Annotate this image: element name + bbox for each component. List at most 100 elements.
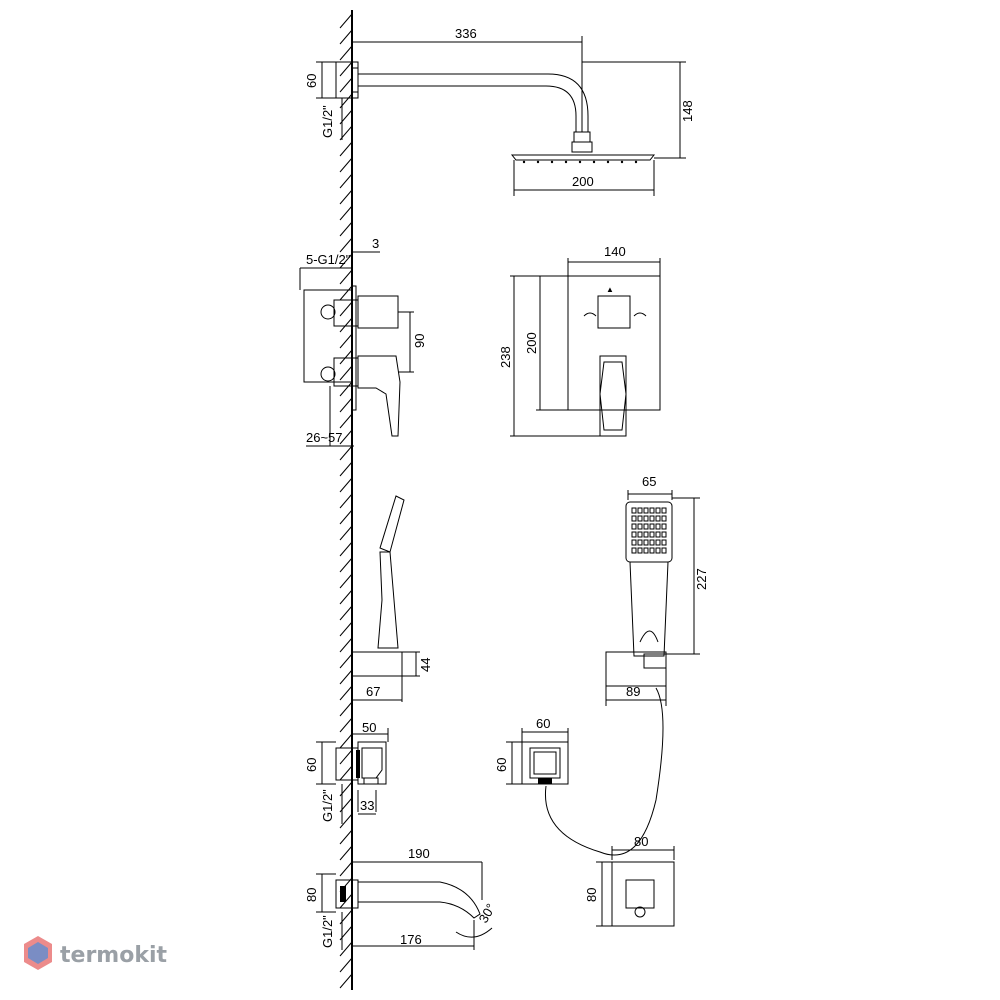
wall-hatch-line (339, 637, 353, 653)
wall-hatch-line (339, 605, 353, 621)
dim-wall-offset: 3 (372, 236, 379, 251)
spray-hole (649, 539, 655, 546)
spray-hole (649, 547, 655, 554)
wall-hatch-line (339, 365, 353, 381)
spray-hole (661, 531, 667, 538)
spray-hole (637, 507, 643, 514)
wall-hatch-line (339, 573, 353, 589)
spray-hole (643, 547, 649, 554)
dim-outlet-front-height: 60 (494, 758, 509, 772)
wall-hatch-line (339, 189, 353, 205)
dim-spout-height: 80 (304, 888, 319, 902)
spray-hole (631, 547, 637, 554)
nozzle (522, 160, 526, 164)
nozzle (564, 160, 568, 164)
hand-shower-front-drawing (605, 490, 700, 706)
dim-inlets: 5-G1/2" (306, 252, 351, 267)
wall-hatch-line (339, 301, 353, 317)
cover-plate-drawing: ▲ (510, 258, 661, 437)
wall-hatch-line (339, 317, 353, 333)
dim-hand-head-width: 65 (642, 474, 656, 489)
nozzle (606, 160, 610, 164)
wall-hatch-line (339, 653, 353, 669)
wall-hatch-line (339, 525, 353, 541)
spray-hole (643, 507, 649, 514)
shower-symbol: ▲ (606, 285, 614, 294)
wall-hatch-line (339, 541, 353, 557)
dim-spout-176: 176 (400, 932, 422, 947)
wall-hatch-line (339, 765, 353, 781)
spray-hole (637, 539, 643, 546)
wall-hatch-line (339, 61, 353, 77)
wall-hatch-line (339, 77, 353, 93)
wall-hatch-line (339, 333, 353, 349)
dim-thread-top: G1/2" (320, 105, 335, 138)
spray-hole (643, 531, 649, 538)
dim-plate-inner: 200 (524, 332, 539, 354)
spray-hole (631, 531, 637, 538)
shower-head-drawing (316, 36, 686, 196)
dim-depth-range: 26~57 (306, 430, 343, 445)
wall-hatch-line (339, 973, 353, 989)
dim-hand-holder-width: 89 (626, 684, 640, 699)
wall-hatch-line (339, 749, 353, 765)
wall-hatch-line (339, 813, 353, 829)
wall-hatch-line (339, 157, 353, 173)
wall-hatch-line (339, 205, 353, 221)
wall-hatch-line (339, 477, 353, 493)
spray-hole (637, 515, 643, 522)
wall-hatch-line (339, 941, 353, 957)
wall-hatch-line (339, 461, 353, 477)
spray-hole (631, 507, 637, 514)
spray-hole (631, 523, 637, 530)
nozzle (592, 160, 596, 164)
nozzle (620, 160, 624, 164)
spray-hole (637, 531, 643, 538)
wall-hatch-line (339, 349, 353, 365)
wall-hatch-line (339, 589, 353, 605)
dim-spout-angle: 30° (476, 901, 499, 926)
dim-outlet-thread: G1/2" (320, 789, 335, 822)
wall-hatch-line (339, 397, 353, 413)
dim-holder-height: 44 (418, 658, 433, 672)
spray-hole (655, 531, 661, 538)
wall-hatch-line (339, 413, 353, 429)
spray-hole (649, 515, 655, 522)
spray-hole (637, 547, 643, 554)
dim-mixer-spacing: 90 (412, 334, 427, 348)
dim-plate-outer: 238 (498, 346, 513, 368)
spray-hole (661, 547, 667, 554)
mixer-drawing (299, 251, 414, 447)
nozzle (578, 160, 582, 164)
wall-hatch-line (339, 861, 353, 877)
dim-spout-190: 190 (408, 846, 430, 861)
spray-hole (661, 539, 667, 546)
spray-hole (649, 531, 655, 538)
spray-hole (631, 515, 637, 522)
wall-hatch-line (339, 621, 353, 637)
dim-outlet-front-width: 60 (536, 716, 550, 731)
hand-shower-side-drawing (351, 495, 420, 702)
wall-hatch-line (339, 381, 353, 397)
dim-box-width: 80 (634, 834, 648, 849)
spray-hole (655, 547, 661, 554)
nozzle (634, 160, 638, 164)
spray-hole (655, 539, 661, 546)
dim-flange: 60 (304, 74, 319, 88)
wall-hatch-line (339, 733, 353, 749)
dim-outlet-depth: 50 (362, 720, 376, 735)
dim-head-height: 148 (680, 100, 695, 122)
wall-hatch-line (339, 429, 353, 445)
spray-hole (643, 539, 649, 546)
dim-spout-thread: G1/2" (320, 915, 335, 948)
spray-hole (661, 515, 667, 522)
dim-head-width: 200 (572, 174, 594, 189)
dim-arm-length: 336 (455, 26, 477, 41)
wall-hatch-line (339, 701, 353, 717)
wall-hatch-line (339, 669, 353, 685)
wall-hatch-line (339, 509, 353, 525)
spray-hole (637, 523, 643, 530)
spray-hole (649, 507, 655, 514)
spray-hole (643, 515, 649, 522)
